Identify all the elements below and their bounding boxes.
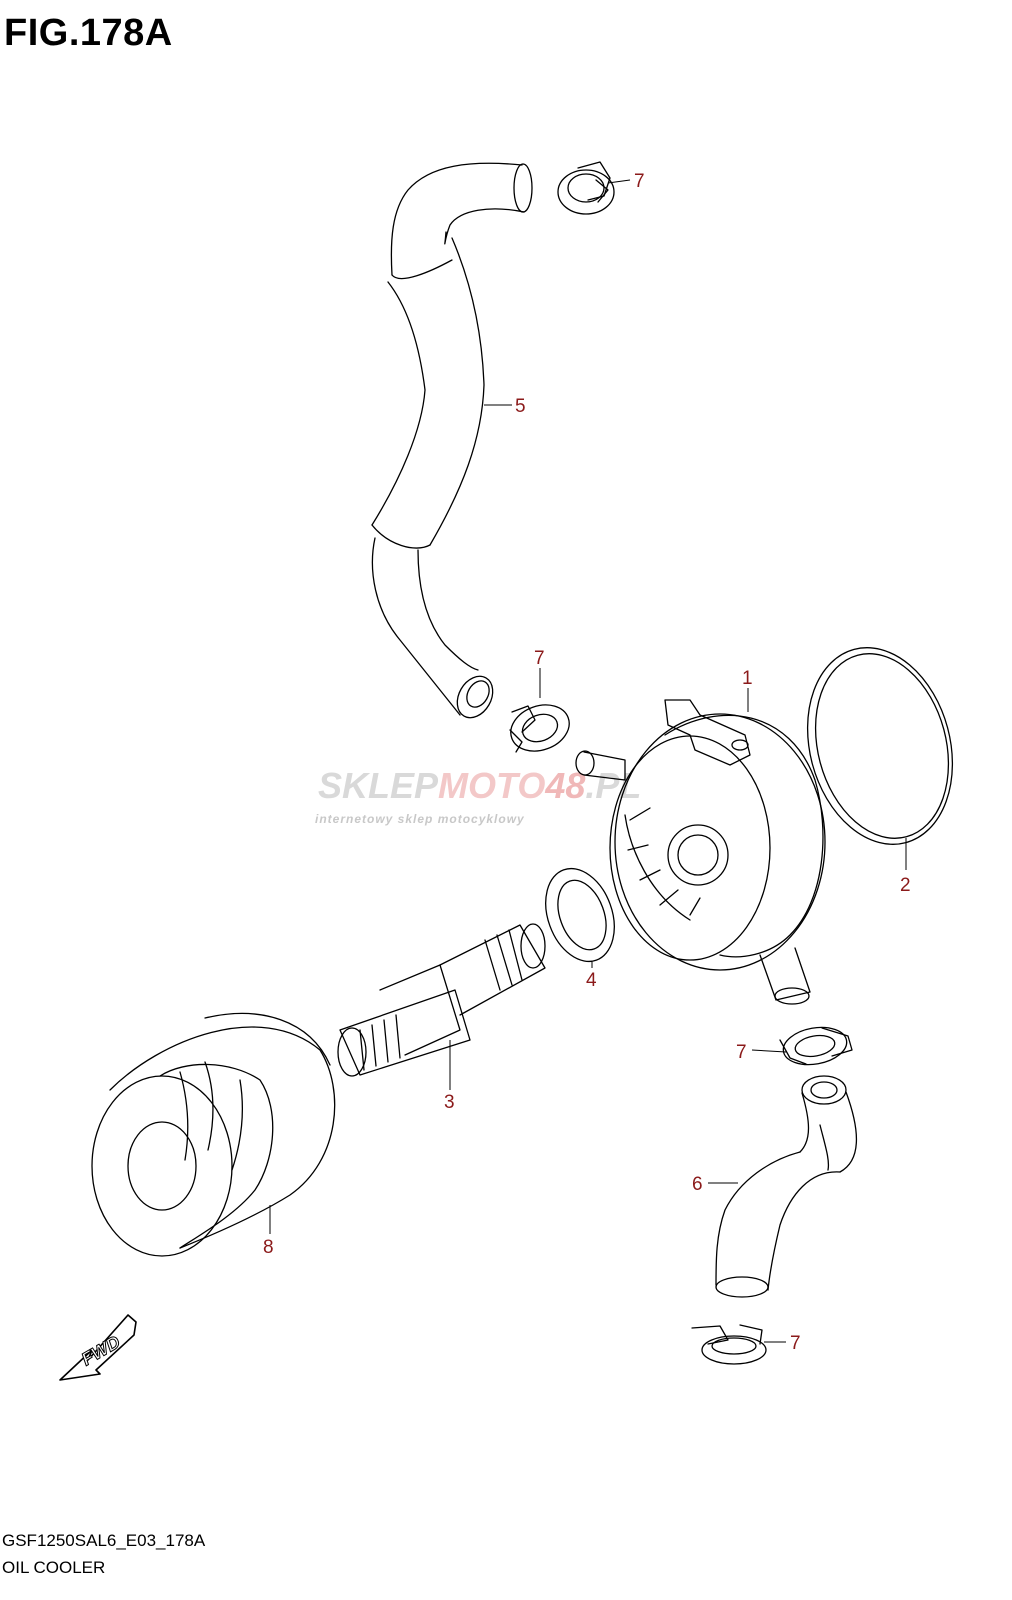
watermark-brand-a: SKLEP (318, 765, 439, 806)
callout-6: 6 (692, 1174, 703, 1195)
hose-clamp-top (557, 161, 615, 215)
fwd-label: FWD (78, 1332, 123, 1370)
callout-5: 5 (515, 396, 526, 417)
callout-2: 2 (900, 875, 911, 896)
callout-8: 8 (263, 1237, 274, 1258)
svg-text:SKLEPMOTO48.PL: SKLEPMOTO48.PL (318, 765, 641, 806)
watermark: SKLEPMOTO48.PL internetowy sklep motocyk… (315, 765, 641, 826)
oil-hose-upper (371, 162, 533, 719)
oil-hose-lower (715, 1075, 858, 1298)
callout-1: 1 (742, 668, 753, 689)
diagram-code: GSF1250SAL6_E03_178A (2, 1531, 206, 1550)
hose-clamp-right (779, 1026, 853, 1066)
callout-4: 4 (586, 970, 597, 991)
watermark-tagline: internetowy sklep motocyklowy (315, 812, 525, 826)
forward-arrow-icon: FWD (59, 1314, 137, 1381)
o-ring-large (806, 647, 954, 845)
oil-cooler-body (575, 699, 826, 1005)
callout-7-middle: 7 (534, 648, 545, 669)
hose-clamp-middle (509, 704, 570, 753)
leader-lines (269, 179, 907, 1343)
gasket-washer (545, 867, 615, 963)
union-bolt (337, 923, 546, 1077)
figure-title: FIG.178A (4, 12, 173, 54)
watermark-brand-b: MOTO (438, 765, 545, 806)
callout-3: 3 (444, 1092, 455, 1113)
diagram-name: OIL COOLER (2, 1558, 106, 1577)
oil-filter (91, 1012, 336, 1257)
callout-labels: 7 5 7 1 2 4 7 3 6 8 7 (263, 171, 911, 1354)
watermark-brand-c: 48 (544, 765, 585, 806)
callout-7-top: 7 (634, 171, 645, 192)
callout-7-right: 7 (736, 1042, 747, 1063)
callout-7-bottom: 7 (790, 1333, 801, 1354)
hose-clamp-bottom (691, 1324, 767, 1365)
